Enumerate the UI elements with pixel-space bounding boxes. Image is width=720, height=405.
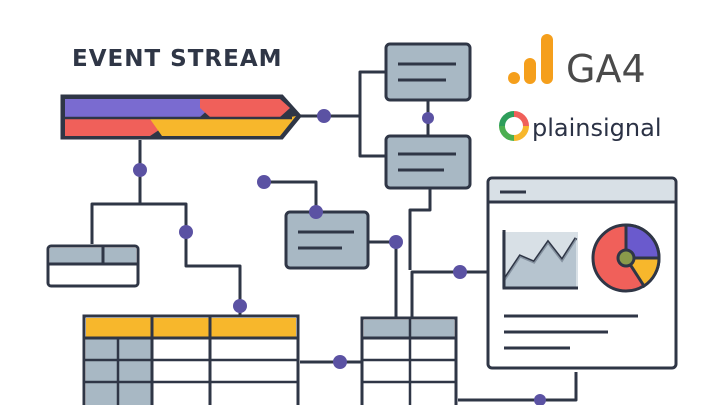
- plainsignal-label: plainsignal: [532, 114, 661, 142]
- connector-stream-right: [300, 70, 388, 118]
- node-top-box: [422, 112, 434, 124]
- data-table-middle: [360, 316, 458, 405]
- bar-chart-icon: [508, 34, 553, 84]
- node-stream-out: [317, 109, 331, 123]
- connector-stream-down: [90, 140, 142, 244]
- node-stream-down: [133, 163, 147, 177]
- ga4-label: GA4: [566, 47, 646, 91]
- node-box3-right: [389, 235, 403, 249]
- connector-box2-down: [408, 186, 432, 270]
- event-stream-bar: [60, 94, 302, 140]
- ga4-logo: GA4: [508, 34, 646, 91]
- pie-chart-icon: [591, 223, 661, 293]
- plainsignal-logo: plainsignal: [499, 111, 661, 142]
- process-box-top: [384, 42, 472, 102]
- node-box3-top: [309, 205, 323, 219]
- connector-stream-branch: [358, 116, 388, 158]
- ring-logo-icon: [499, 111, 529, 141]
- connector-bottom-dashboard: [458, 372, 578, 402]
- process-box-left: [284, 210, 370, 270]
- small-table: [46, 244, 140, 288]
- connector-nodes: [133, 109, 546, 405]
- diagram-title: EVENT STREAM: [72, 46, 283, 72]
- data-table-left: [82, 314, 300, 405]
- node-left-branch: [179, 225, 193, 239]
- connector-to-dashboard: [410, 270, 488, 318]
- process-box-middle: [384, 134, 472, 190]
- node-bottom-right: [534, 394, 546, 405]
- node-small-source: [257, 175, 271, 189]
- connector-box3-right: [368, 240, 398, 318]
- line-chart-icon: [502, 230, 578, 290]
- node-dashboard-in: [453, 265, 467, 279]
- connector-stream-down-right: [140, 202, 242, 316]
- dashboard-window: [486, 176, 678, 370]
- connector-small-to-box3: [264, 180, 318, 212]
- node-bottom-link: [333, 355, 347, 369]
- node-table-top: [233, 299, 247, 313]
